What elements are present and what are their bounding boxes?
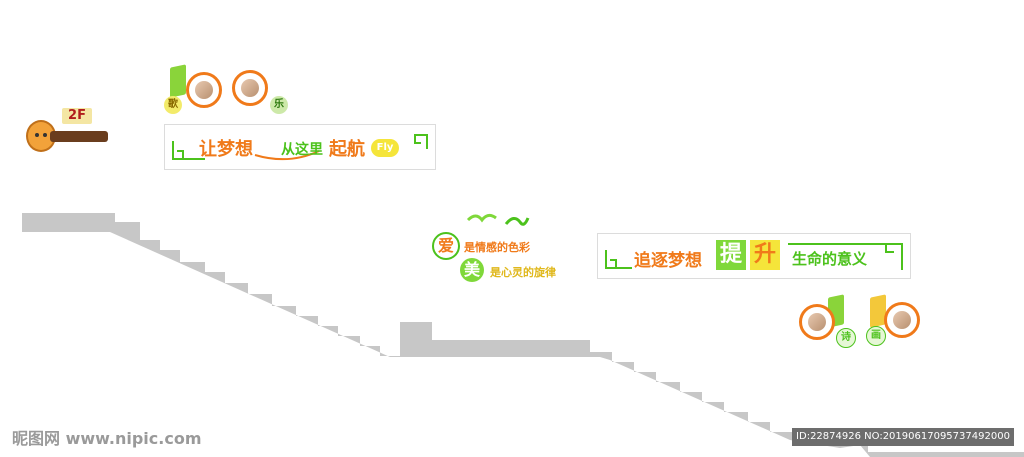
medal-tag-ge: 歌	[164, 96, 182, 114]
box-ti: 提	[716, 240, 746, 270]
banner-dream-sail: 让梦想 从这里 起航 Fly	[164, 124, 436, 170]
banner-frame-lines	[172, 134, 428, 161]
box-sheng: 升	[750, 240, 780, 270]
banner-frame-lines	[605, 243, 903, 270]
medallion-photo	[884, 302, 920, 338]
medallion-photo	[232, 70, 268, 106]
medal-tag-hua: 画	[866, 326, 886, 346]
banner-text-chase: 追逐梦想	[634, 251, 702, 271]
banner-text-meaning: 生命的意义	[792, 250, 868, 268]
watermark-id: ID:22874926 NO:20190617095737492000	[792, 428, 1014, 446]
medal-tag-shi: 诗	[836, 328, 856, 348]
green-leaf-decoration	[170, 64, 186, 98]
banner-text-sail: 起航	[329, 139, 365, 160]
banner-chase-dream: 追逐梦想 提 升 生命的意义	[597, 233, 911, 279]
text-beauty-line: 是心灵的旋律	[490, 266, 556, 279]
char-mei: 美	[460, 258, 484, 282]
mascot-eye	[35, 133, 39, 137]
char-ai: 爱	[432, 232, 460, 260]
floor-label: 2F	[62, 108, 92, 124]
mascot-eye	[43, 133, 47, 137]
medallion-photo	[186, 72, 222, 108]
medallion-photo	[799, 304, 835, 340]
medal-tag-le: 乐	[270, 96, 288, 114]
banner-text-from-here: 从这里	[281, 142, 323, 158]
text-love-line: 是情感的色彩	[464, 241, 530, 254]
banner-text-dream: 让梦想	[199, 139, 253, 160]
floor-caption	[50, 131, 108, 142]
watermark-left: 昵图网 www.nipic.com	[12, 429, 202, 448]
fly-badge: Fly	[371, 139, 399, 157]
bird-icons	[466, 213, 530, 226]
mascot-icon	[26, 120, 56, 152]
